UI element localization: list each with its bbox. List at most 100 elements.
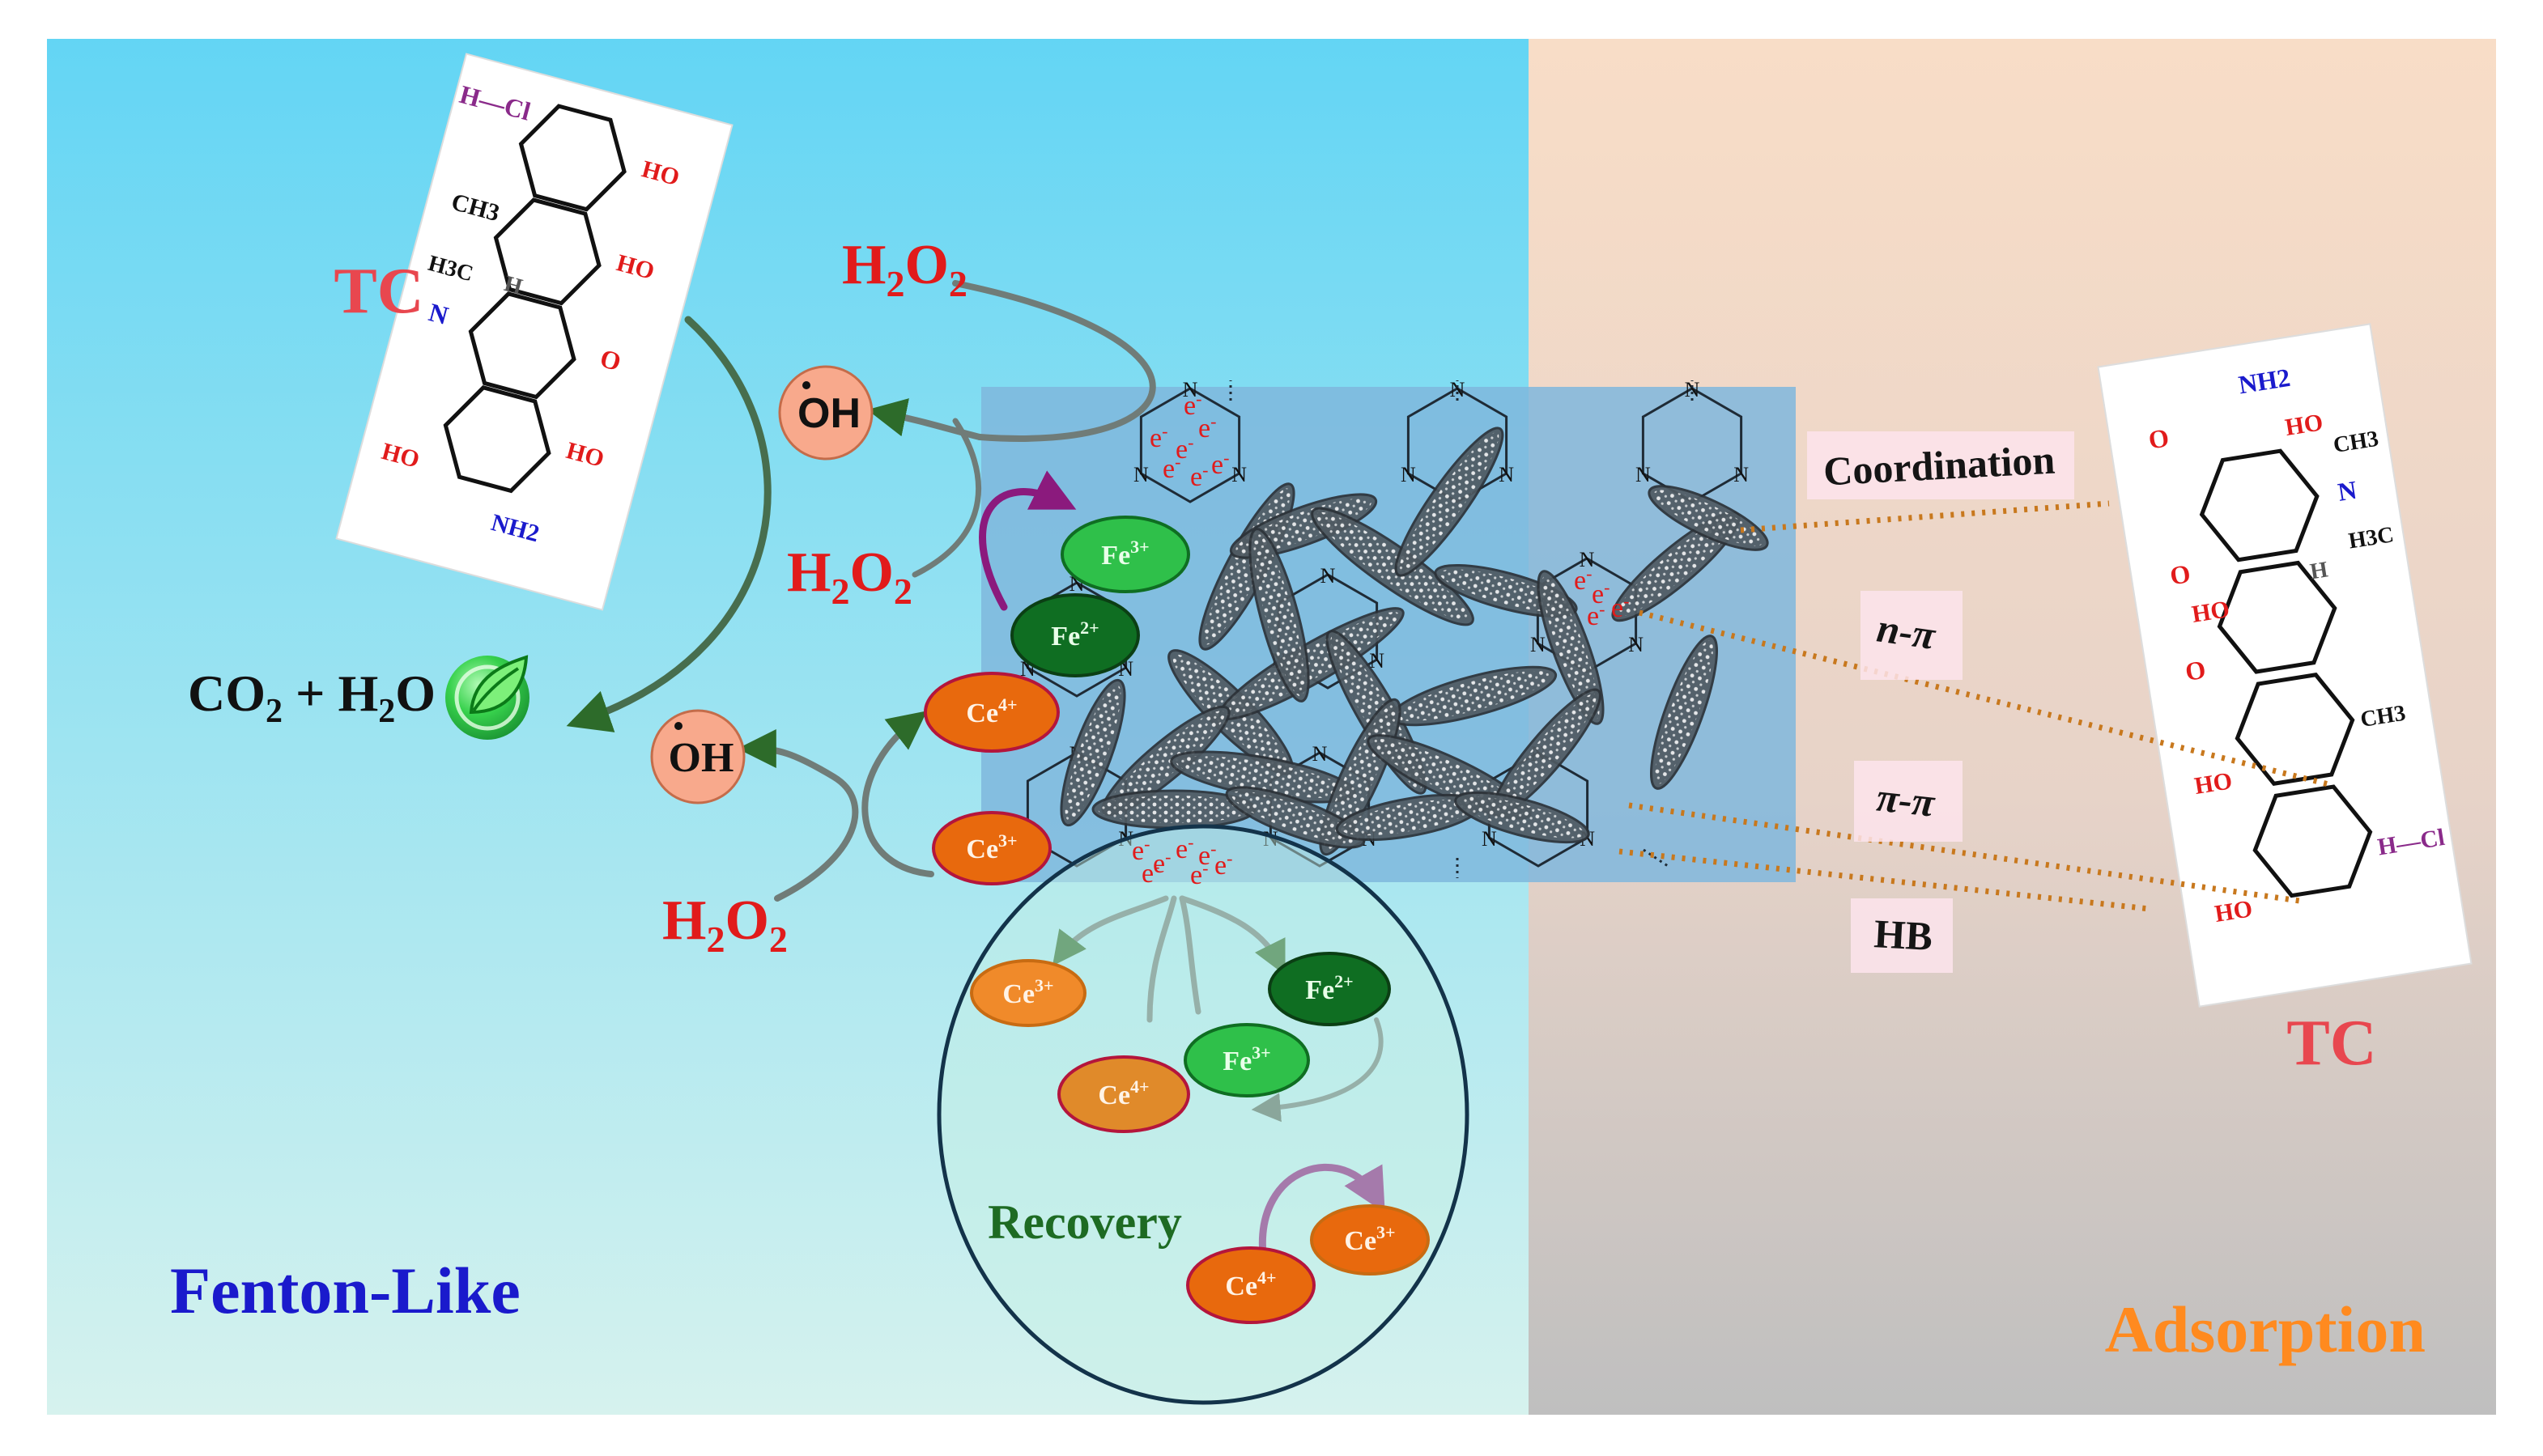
electron-label: e- [1592,577,1610,609]
fe2-ion [1268,952,1391,1026]
electron-label: e- [1574,563,1592,596]
electron-label: e- [1163,452,1180,484]
electron-label: e- [1611,591,1629,623]
electron-label: e- [1184,388,1201,421]
nanorod-texture [1253,533,1305,697]
heptazine-ring [1139,387,1241,503]
hydroxyl-label: HO [2190,596,2231,628]
ce3-ion [1310,1204,1430,1276]
ce3-ion-label: Ce3+ [966,830,1017,864]
degradation-arrow [566,316,772,732]
oxygen-label: O [2146,422,2171,454]
fe3-ion-label: Fe3+ [1223,1042,1270,1076]
fe2-ion [1010,593,1140,677]
nanorod-texture [1224,612,1399,715]
recovery-arrow-fe2 [1179,895,1286,976]
nanorod [1648,485,1769,551]
h2o2-label: H2O2 [842,234,967,304]
nanorod-texture [1460,796,1584,838]
nitrogen-atom-label: N [1482,827,1497,851]
h2o2-mid-arrow [912,418,982,578]
oh-bottom-arrow [737,729,859,902]
oh-radical-bottom: OH [650,709,746,804]
fenton-like-label: Fenton-Like [170,1254,521,1327]
fe3-ion [1184,1023,1310,1097]
electron-label: e- [1142,856,1159,889]
electron-label: e- [1587,599,1605,631]
recovery-arrow-ce [1258,1164,1385,1259]
coordination-box [1807,431,2074,499]
ce4-ion [924,672,1060,753]
nanorod-texture [1496,694,1597,812]
nanorod-texture [1399,432,1499,571]
nitrogen-atom-label: N [1183,378,1198,401]
electron-label: e- [1176,832,1193,864]
recovery-label: Recovery [988,1195,1182,1249]
h2o2-top-arrow [952,280,1156,442]
nanorod [1394,427,1504,577]
h2o2-label: H2O2 [787,541,912,612]
ce3-ion-label: Ce3+ [1002,975,1053,1009]
tc-ring [518,104,627,212]
n-pi-label: n-π [1874,605,1940,658]
hydroxyl-label: HO [2192,767,2234,800]
hydroxyl-label: HO [2283,409,2324,441]
fe3-ion-label: Fe3+ [1101,537,1149,571]
tc-ring [493,197,602,306]
oxygen-label: O [2168,558,2192,590]
nanorod-texture [1231,791,1360,844]
nanorod-texture [1098,796,1250,823]
oh-radical-top: OH [778,365,874,461]
nitrogen-atom-label: N [1369,649,1384,673]
adsorption-label: Adsorption [2105,1293,2426,1366]
nanorod-texture [1655,640,1713,784]
nitrogen-atom-label: N [1685,378,1700,401]
nanorod [1091,789,1257,830]
pi-pi-label: π-π [1874,775,1937,826]
nanorod-texture [1653,490,1763,546]
nanorod [1060,678,1126,827]
ce-cycle-arrow [861,711,934,877]
nanorod [1454,791,1590,844]
nitrogen-atom-label: N [1320,564,1336,588]
carbon-nitride-network: NNNNNNNNNNNNNNNNNNNNNNNNNNN [1020,378,1749,878]
recovery-arrow-fe2-fe3 [1251,1017,1384,1123]
oh-radical-bottom-label: OH [669,735,734,781]
nanorod-texture [1396,671,1551,721]
nanorod [1537,570,1605,725]
green-leaf-icon [445,655,529,740]
nitrogen-atom-label: N [1499,463,1514,486]
nanorod-cluster [1060,427,1769,856]
nitrogen-atom-label: N [1231,463,1247,486]
electron-label: e- [1153,847,1171,879]
fe2-ion-label: Fe2+ [1051,618,1099,652]
interaction-lines [1618,500,2333,912]
hb-box [1851,898,1953,973]
nitrogen-atom-label: N [1401,463,1416,486]
hydroxyl-label: HO [2213,895,2254,928]
electron-label: e- [1198,411,1216,444]
tc-label-right: TC [2286,1008,2376,1079]
hb-label: HB [1873,911,1933,959]
nanorod [1225,786,1366,849]
nitrogen-atom-label: N [1733,463,1749,486]
oxygen-label: O [2184,655,2208,686]
tc-ring [2217,560,2337,674]
tc-ring [2235,673,2355,786]
nanorod-texture [1617,516,1735,617]
electron-label: e- [1211,448,1229,480]
fe2-ion-label: Fe2+ [1305,971,1353,1005]
nitrogen-atom-label: N [1312,742,1328,766]
recovery-arrow-ce3 [1052,895,1169,966]
tc-ring [468,291,576,400]
nanorod-texture [1542,575,1600,720]
nanorod-texture [1316,512,1469,622]
network-bond [1643,848,1669,868]
fe-cycle-arrow [979,470,1077,611]
